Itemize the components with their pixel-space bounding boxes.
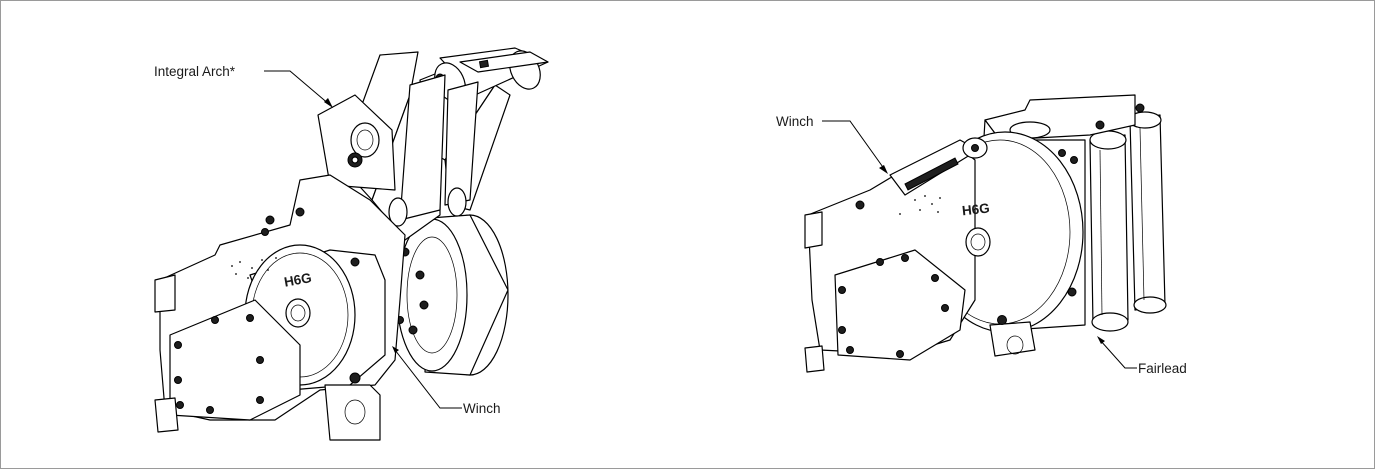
callout-winch-left: Winch	[392, 346, 501, 416]
callout-winch-right: Winch	[776, 114, 888, 174]
winch-right-label: Winch	[776, 114, 814, 129]
right-assembly-winch-with-fairlead: H6G	[804, 94, 1167, 373]
left-winch-body	[154, 174, 406, 441]
callout-integral-arch: Integral Arch*	[154, 64, 333, 108]
integral-arch	[317, 47, 549, 241]
fairlead-label: Fairlead	[1138, 361, 1187, 376]
right-winch-body	[804, 131, 1084, 373]
callout-fairlead: Fairlead	[1097, 336, 1187, 376]
model-marking-right: H6G	[961, 201, 990, 219]
model-marking-left: H6G	[283, 270, 313, 290]
winch-left-label: Winch	[463, 401, 501, 416]
fairlead-rollers	[1089, 111, 1167, 332]
left-assembly-winch-with-arch: H6G	[154, 47, 549, 441]
left-rear-drum	[391, 214, 509, 376]
integral-arch-label: Integral Arch*	[154, 64, 236, 79]
